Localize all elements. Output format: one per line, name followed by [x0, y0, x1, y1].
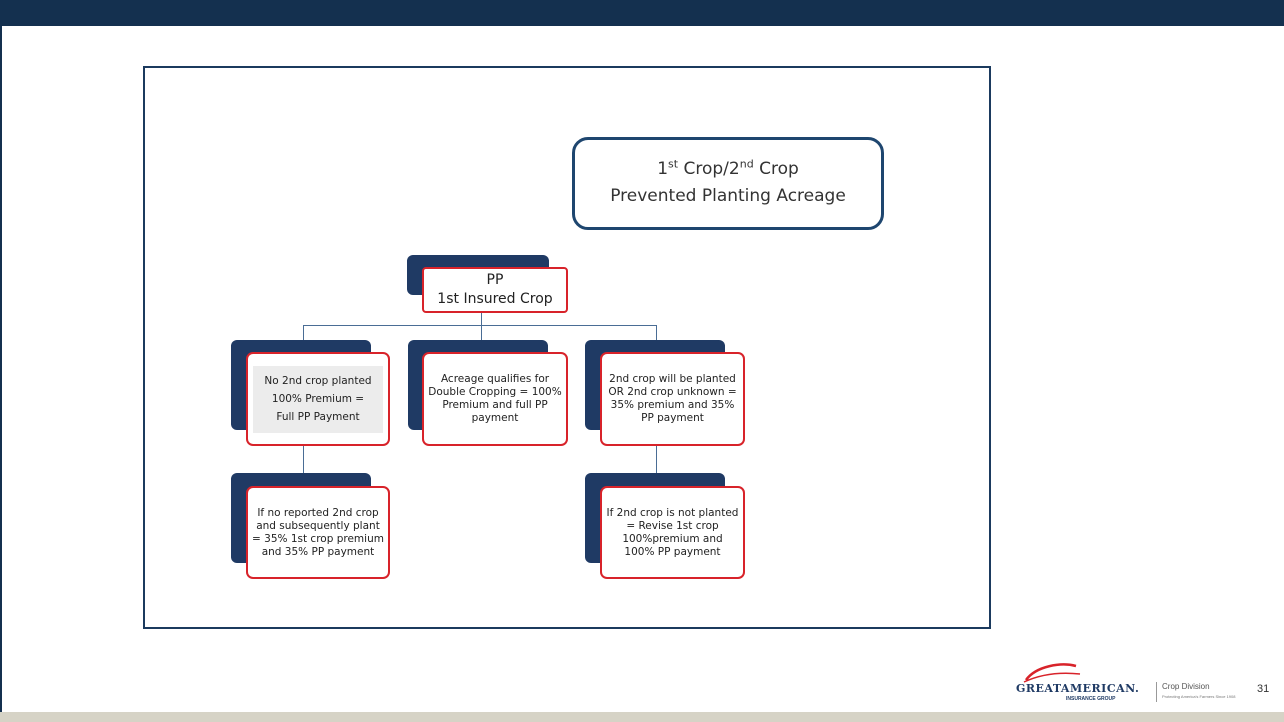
node-2nd-crop-planted: 2nd crop will be planted OR 2nd crop unk… — [600, 352, 745, 446]
node-left-inner: No 2nd crop planted 100% Premium = Full … — [253, 365, 383, 433]
root-line-2: 1st Insured Crop — [437, 291, 553, 307]
node-left-line-1: No 2nd crop planted — [264, 374, 372, 387]
node-left-child-text: If no reported 2nd crop and subsequently… — [252, 506, 384, 558]
top-bar — [0, 0, 1284, 26]
logo-wordmark: GREATAMERICAN. — [1016, 682, 1140, 695]
left-rule — [0, 26, 2, 714]
node-double-cropping: Acreage qualifies for Double Cropping = … — [422, 352, 568, 446]
company-logo: GREATAMERICAN. INSURANCE GROUP Crop Divi… — [1016, 660, 1244, 708]
logo-division: Crop Division — [1162, 682, 1210, 691]
node-right-child-text: If 2nd crop is not planted = Revise 1st … — [606, 506, 739, 558]
node-no-2nd-crop: No 2nd crop planted 100% Premium = Full … — [246, 352, 390, 446]
swoosh-icon — [1023, 663, 1081, 683]
title-line-2: Prevented Planting Acreage — [610, 186, 846, 206]
node-subsequently-plant: If no reported 2nd crop and subsequently… — [246, 486, 390, 579]
connector-left-down — [303, 325, 304, 343]
node-left-line-3: Full PP Payment — [276, 410, 360, 423]
root-line-1: PP — [486, 272, 504, 288]
connector-right-child — [656, 446, 657, 475]
connector-left-child — [303, 430, 304, 475]
root-node: PP 1st Insured Crop — [422, 267, 568, 313]
connector-right-down — [656, 325, 657, 343]
title-line-1: 1st Crop/2nd Crop — [657, 157, 799, 179]
connector-mid-down — [481, 325, 482, 343]
node-left-line-2: 100% Premium = — [271, 392, 365, 405]
page-number: 31 — [1257, 683, 1270, 695]
logo-subtitle: INSURANCE GROUP — [1066, 696, 1116, 702]
connector-horizontal — [303, 325, 657, 326]
diagram-title: 1st Crop/2nd Crop Prevented Planting Acr… — [572, 137, 884, 230]
node-revise-1st-crop: If 2nd crop is not planted = Revise 1st … — [600, 486, 745, 579]
bottom-bar — [0, 712, 1284, 722]
node-mid-text: Acreage qualifies for Double Cropping = … — [428, 373, 562, 424]
node-right-text: 2nd crop will be planted OR 2nd crop unk… — [608, 373, 737, 424]
logo-tagline: Protecting America's Farmers Since 1908 — [1162, 694, 1236, 699]
connector-root-down — [481, 312, 482, 326]
logo-divider — [1156, 682, 1157, 702]
